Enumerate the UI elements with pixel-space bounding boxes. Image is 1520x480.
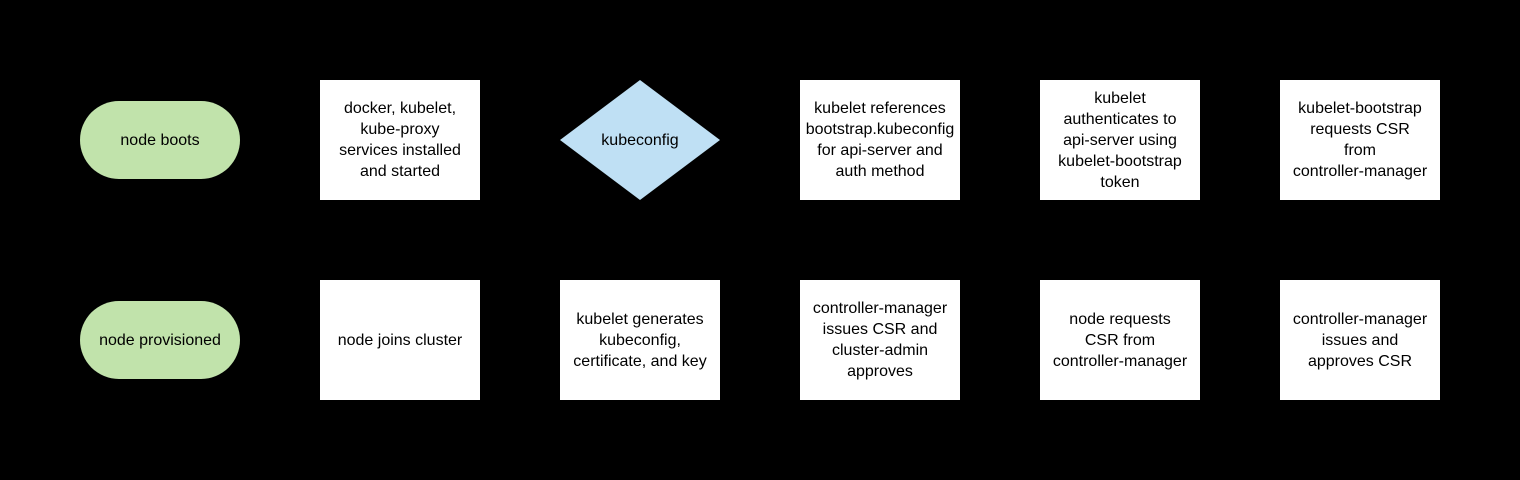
process-kubelet-bootstrap-requests-csr: kubelet-bootstrap requests CSR from cont…	[1280, 80, 1440, 200]
process-node-requests-csr: node requests CSR from controller-manage…	[1040, 280, 1200, 400]
terminator-node-boots: node boots	[80, 101, 240, 179]
node-label: node requests CSR from controller-manage…	[1052, 310, 1188, 370]
process-node-joins-cluster: node joins cluster	[320, 280, 480, 400]
node-label: kubelet-bootstrap requests CSR from cont…	[1292, 100, 1428, 180]
node-label: node provisioned	[99, 331, 221, 349]
node-label: kubelet authenticates to api-server usin…	[1058, 89, 1182, 191]
node-label: controller-manager issues CSR and cluste…	[812, 300, 948, 380]
node-label: kubelet references bootstrap.kubeconfig …	[805, 100, 955, 180]
process-kubelet-authenticates: kubelet authenticates to api-server usin…	[1040, 80, 1200, 200]
process-kubelet-generates-kubeconfig: kubelet generates kubeconfig, certificat…	[560, 280, 720, 400]
terminator-node-provisioned: node provisioned	[80, 301, 240, 379]
node-label: controller-manager issues and approves C…	[1292, 310, 1428, 370]
process-controller-manager-issues-csr-cluster-admin-approves: controller-manager issues CSR and cluste…	[800, 280, 960, 400]
process-controller-manager-issues-and-approves-csr: controller-manager issues and approves C…	[1280, 280, 1440, 400]
node-label: docker, kubelet, kube-proxy services ins…	[339, 100, 461, 180]
process-services-installed: docker, kubelet, kube-proxy services ins…	[320, 80, 480, 200]
process-kubelet-references-bootstrap-kubeconfig: kubelet references bootstrap.kubeconfig …	[800, 80, 960, 200]
node-label: node joins cluster	[337, 331, 463, 349]
node-label: kubelet generates kubeconfig, certificat…	[573, 310, 707, 370]
decision-kubeconfig: kubeconfig	[560, 80, 720, 200]
node-label: kubeconfig	[601, 131, 679, 149]
node-label: node boots	[120, 131, 200, 149]
